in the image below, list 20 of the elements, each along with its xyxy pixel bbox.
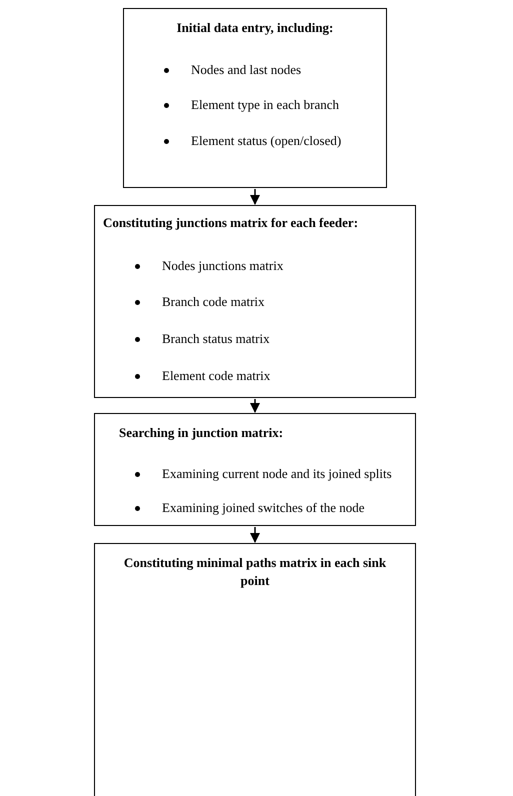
process-box — [94, 205, 416, 398]
arrow — [250, 399, 260, 413]
arrow — [250, 189, 260, 205]
process-box — [123, 8, 387, 188]
box-heading: Searching in junction matrix: — [118, 424, 284, 442]
arrow — [250, 527, 260, 543]
bullet-text: Element code matrix — [162, 368, 272, 386]
bullet-text: Examining joined switches of the node — [162, 500, 366, 518]
box-heading: Constituting minimal paths matrix in each sink point — [122, 554, 388, 590]
bullet-text: Element status (open/closed) — [191, 133, 342, 150]
bullet-text: Branch status matrix — [162, 331, 271, 348]
bullet-text: Nodes junctions matrix — [162, 258, 284, 274]
process-box — [94, 543, 416, 796]
bullet-text: Nodes and last nodes — [191, 62, 302, 78]
box-heading: Constituting junctions matrix for each feeder: — [102, 214, 360, 232]
box-heading: Initial data entry, including: — [176, 19, 334, 37]
bullet-text: Branch code matrix — [162, 294, 266, 312]
process-box — [94, 413, 416, 526]
bullet-text: Element type in each branch — [191, 97, 340, 114]
bullet-text: Examining current node and its joined splits — [162, 466, 393, 482]
